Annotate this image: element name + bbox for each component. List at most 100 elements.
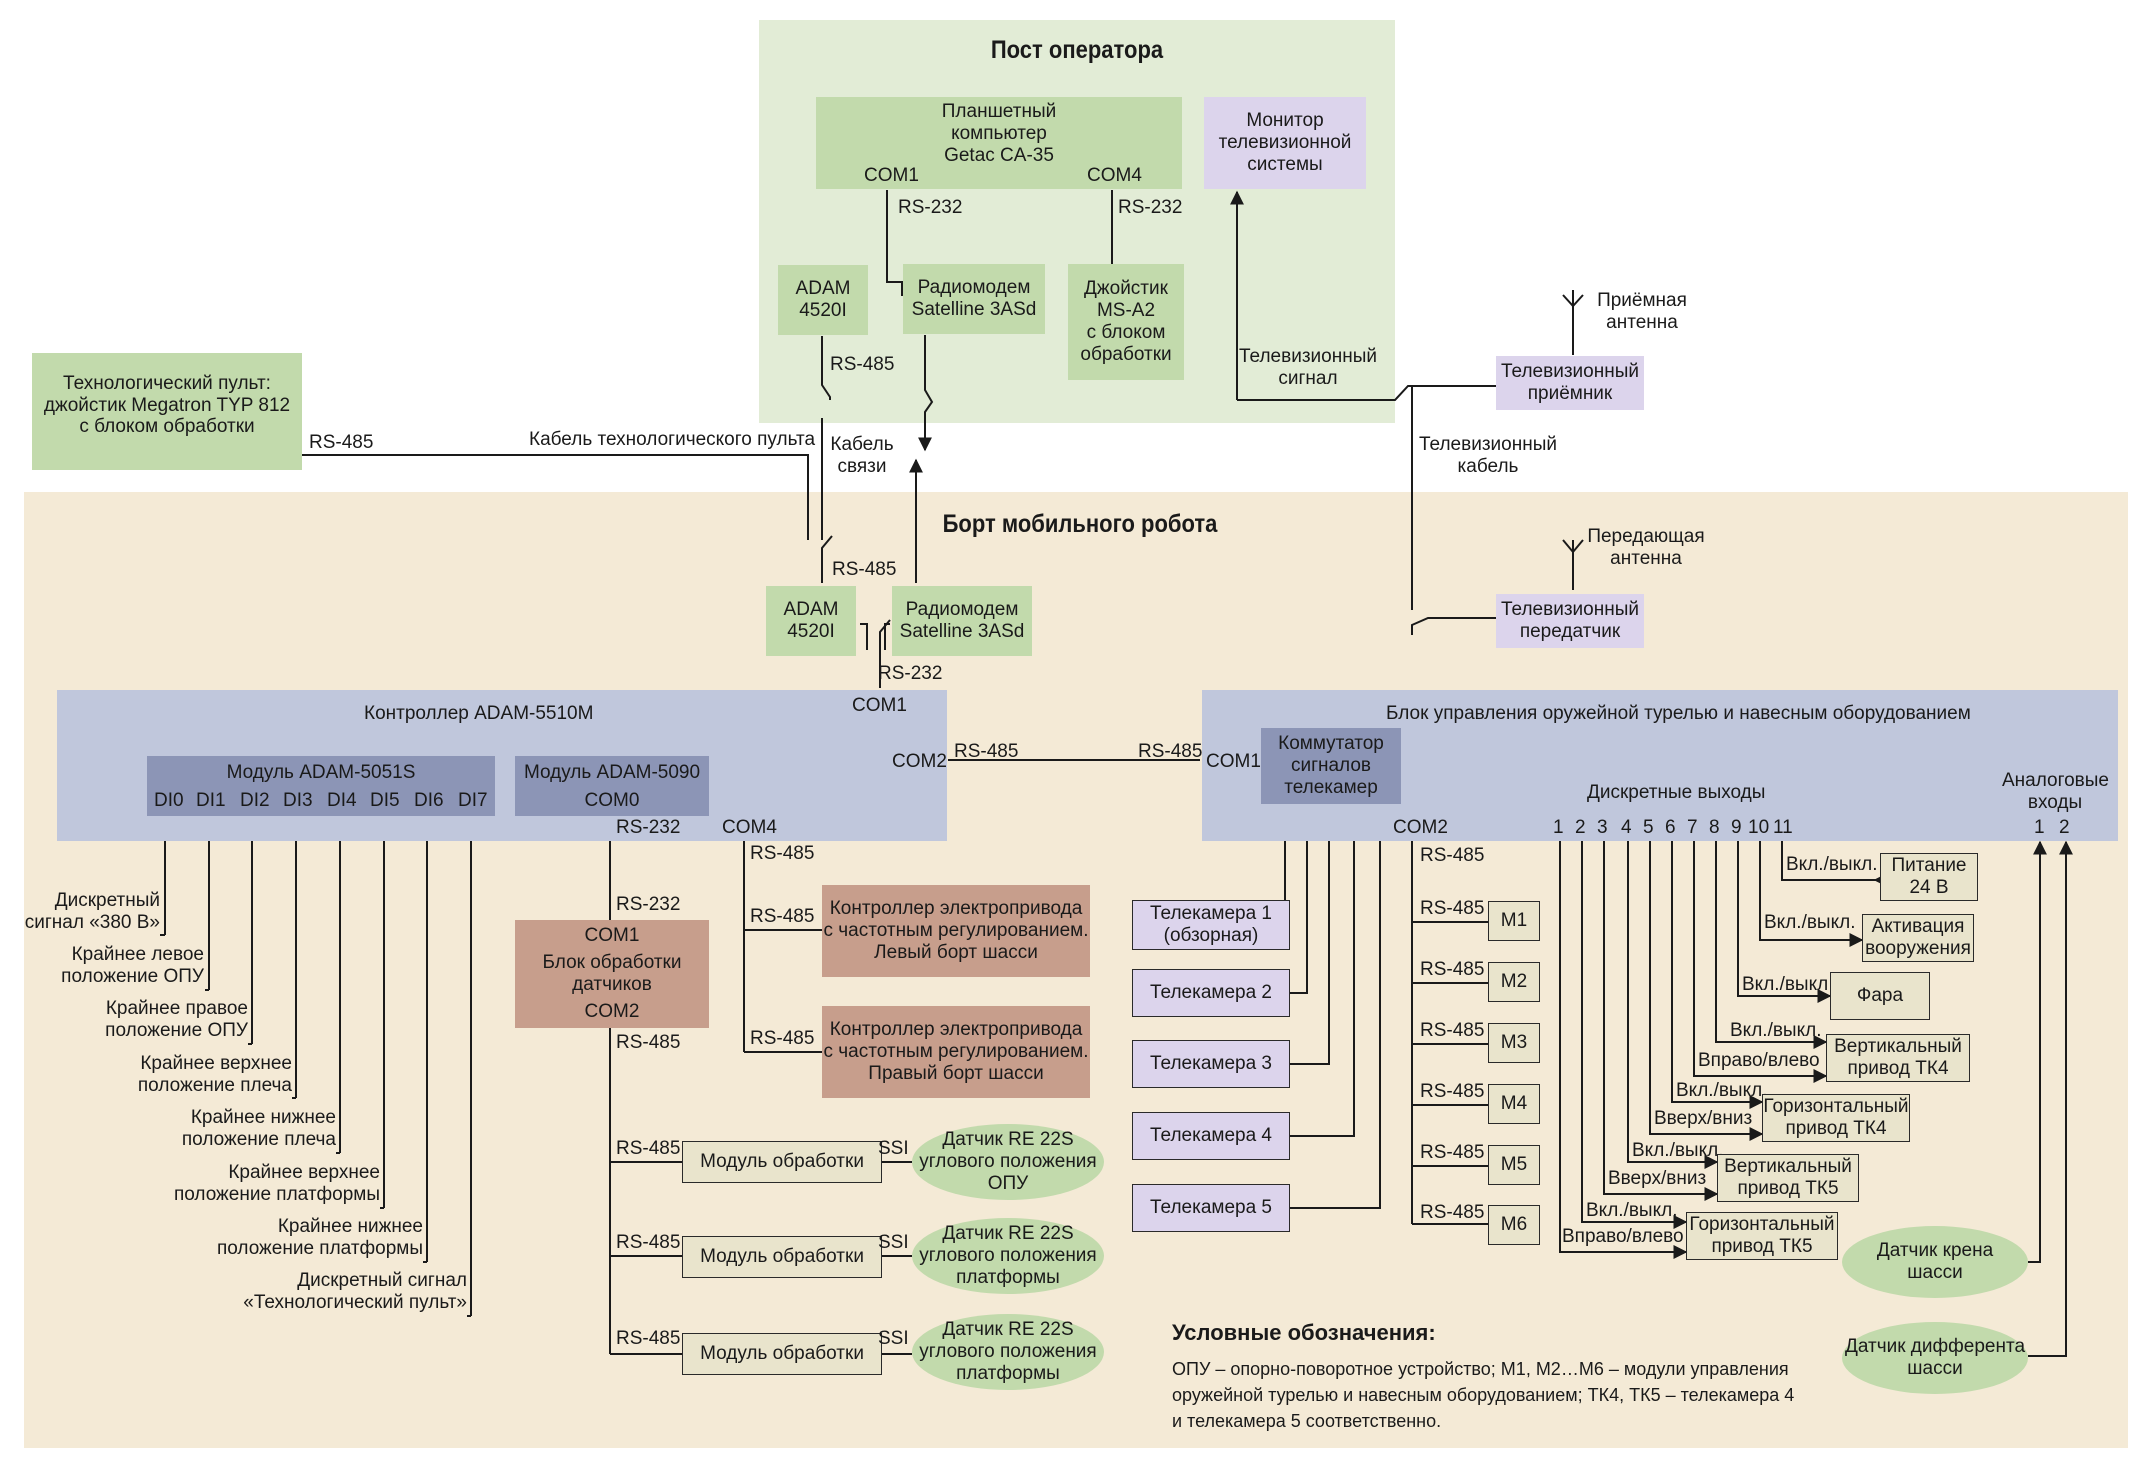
sensor-row3-rs485: RS-485	[616, 1328, 681, 1349]
wire-out-10	[1759, 836, 1864, 947]
rs485-label-operator: RS-485	[830, 354, 895, 375]
pitch-sensor: Датчик дифферента шасси	[1842, 1322, 2028, 1394]
output-horizontal-drive-tk4: Горизонтальный привод ТК4	[1762, 1094, 1910, 1142]
sensor-processing-block	[515, 920, 709, 1028]
discrete-signal-2: Крайнее правое положение ОПУ	[105, 998, 248, 1041]
di0-port: DI0	[154, 790, 184, 811]
motor-m1-rs485: RS-485	[1420, 898, 1485, 919]
discrete-signal-4: Крайнее нижнее положение плеча	[181, 1107, 336, 1150]
discrete-signal-5: Крайнее верхнее положение платформы	[173, 1162, 380, 1205]
output-horizontal-drive-tk5: Горизонтальный привод ТК5	[1686, 1212, 1838, 1260]
discrete-signal-6: Крайнее нижнее положение платформы	[216, 1216, 423, 1259]
output-num-2: 2	[1575, 817, 1586, 838]
sensor-block-com2: COM2	[584, 1001, 640, 1022]
link-rs485-left: RS-485	[954, 741, 1019, 762]
rs485-label-robot: RS-485	[832, 559, 897, 580]
tech-panel: Технологический пульт: джойстик Megatron…	[32, 353, 302, 470]
analog-num-2: 2	[2059, 817, 2070, 838]
robot-zone-title: Борт мобильного робота	[942, 510, 1218, 538]
motor-m4-rs485: RS-485	[1420, 1081, 1485, 1102]
sensor-row2-ssi: SSI	[878, 1232, 909, 1253]
wire-tv-signal	[1237, 385, 1496, 401]
wire-out-9	[1737, 836, 1832, 1003]
module-adam5090-title: Модуль ADAM-5090	[523, 762, 701, 783]
motor-module-m6: M6	[1488, 1205, 1540, 1245]
tx-antenna-label: Передающая антенна	[1587, 526, 1705, 569]
output-7-signal: Вправо/влево	[1698, 1050, 1820, 1071]
di2-port: DI2	[240, 790, 270, 811]
wire-out-11	[1781, 836, 1880, 881]
output-6-signal: Вкл./выкл.	[1676, 1080, 1768, 1101]
camera-5: Телекамера 5	[1132, 1184, 1290, 1232]
wire-out-8	[1715, 836, 1828, 1049]
di7-port: DI7	[458, 790, 488, 811]
joystick-ms-a2: Джойстик MS-A2 с блоком обработки	[1068, 264, 1184, 380]
output-num-3: 3	[1597, 817, 1608, 838]
motor-m5-rs485: RS-485	[1420, 1142, 1485, 1163]
output-8-signal: Вкл./выкл.	[1730, 1020, 1822, 1041]
tv-signal-label: Телевизионный сигнал	[1239, 346, 1377, 389]
sensor-row2-module: Модуль обработки	[682, 1236, 882, 1278]
output-num-8: 8	[1709, 817, 1720, 838]
drives-com4-rs485: RS-485	[750, 843, 815, 864]
module-adam5090-com0: COM0	[584, 790, 640, 811]
sensor-block-com1: COM1	[584, 925, 640, 946]
adam4520-robot: ADAM 4520I	[766, 586, 856, 656]
di3-port: DI3	[283, 790, 313, 811]
output-num-9: 9	[1731, 817, 1742, 838]
sensor-block-label: Блок обработки датчиков	[542, 952, 682, 995]
motor-m2-rs485: RS-485	[1420, 959, 1485, 980]
wire-adam-radio-robot	[860, 623, 890, 650]
camera-1: Телекамера 1 (обзорная)	[1132, 900, 1290, 950]
camera-3: Телекамера 3	[1132, 1040, 1290, 1088]
module-adam5051s	[147, 756, 495, 816]
sensor-rs485-out: RS-485	[616, 1032, 681, 1053]
radiomodem-operator: Радиомодем Satelline 3ASd	[903, 264, 1045, 334]
wire-out-4	[1627, 836, 1719, 1169]
sensor-row3-encoder: Датчик RE 22S углового положения платфор…	[912, 1314, 1104, 1390]
turret-title: Блок управления оружейной турелью и наве…	[1386, 703, 1971, 724]
wire-out-3	[1603, 836, 1719, 1201]
output-num-6: 6	[1665, 817, 1676, 838]
motor-module-m4: M4	[1488, 1084, 1540, 1124]
rs232-label-robot: RS-232	[878, 663, 943, 684]
wire-tech-panel	[302, 454, 809, 540]
output-num-5: 5	[1643, 817, 1654, 838]
output-vertical-drive-tk4: Вертикальный привод ТК4	[1826, 1034, 1970, 1082]
controller-com1-port: COM1	[852, 695, 907, 716]
drive-controller-left: Контроллер электропривода с частотным ре…	[822, 885, 1090, 977]
sensor-row3-ssi: SSI	[878, 1328, 909, 1349]
wire-adam-robot-up	[821, 535, 833, 583]
tv-monitor: Монитор телевизионной системы	[1204, 97, 1366, 189]
output-10-signal: Вкл./выкл.	[1764, 912, 1856, 933]
wire-out-7	[1693, 836, 1828, 1083]
rx-antenna	[1562, 290, 1584, 355]
wire-tv-cable-tx	[1411, 617, 1496, 635]
drive-controller-right: Контроллер электропривода с частотным ре…	[822, 1006, 1090, 1098]
di4-port: DI4	[327, 790, 357, 811]
radiomodem-robot: Радиомодем Satelline 3ASd	[892, 586, 1032, 656]
output-num-10: 10	[1748, 817, 1770, 838]
camera-2: Телекамера 2	[1132, 969, 1290, 1017]
sensor-row1-module: Модуль обработки	[682, 1141, 882, 1183]
output-num-1: 1	[1553, 817, 1564, 838]
controller-title: Контроллер ADAM-5510M	[364, 703, 594, 724]
tech-panel-cable-label: Кабель технологического пульта	[529, 429, 816, 450]
discrete-signal-0: Дискретный сигнал «380 В»	[24, 890, 160, 933]
motor-module-m2: M2	[1488, 962, 1540, 1002]
discrete-signal-3: Крайнее верхнее положение плеча	[137, 1053, 292, 1096]
motor-module-m5: M5	[1488, 1145, 1540, 1185]
di6-port: DI6	[414, 790, 444, 811]
wire-out-1	[1559, 836, 1688, 1259]
output-3-signal: Вверх/вниз	[1608, 1168, 1707, 1189]
wire-adam-top-down	[821, 336, 831, 400]
wire-out-5	[1649, 836, 1764, 1141]
drives-left-rs485: RS-485	[750, 906, 815, 927]
tablet-com1-port: COM1	[864, 165, 919, 186]
output-power-24v: Питание 24 В	[1880, 853, 1978, 901]
wire-analog-1	[2028, 840, 2047, 1263]
di1-port: DI1	[196, 790, 226, 811]
rs232-label-left: RS-232	[898, 197, 963, 218]
